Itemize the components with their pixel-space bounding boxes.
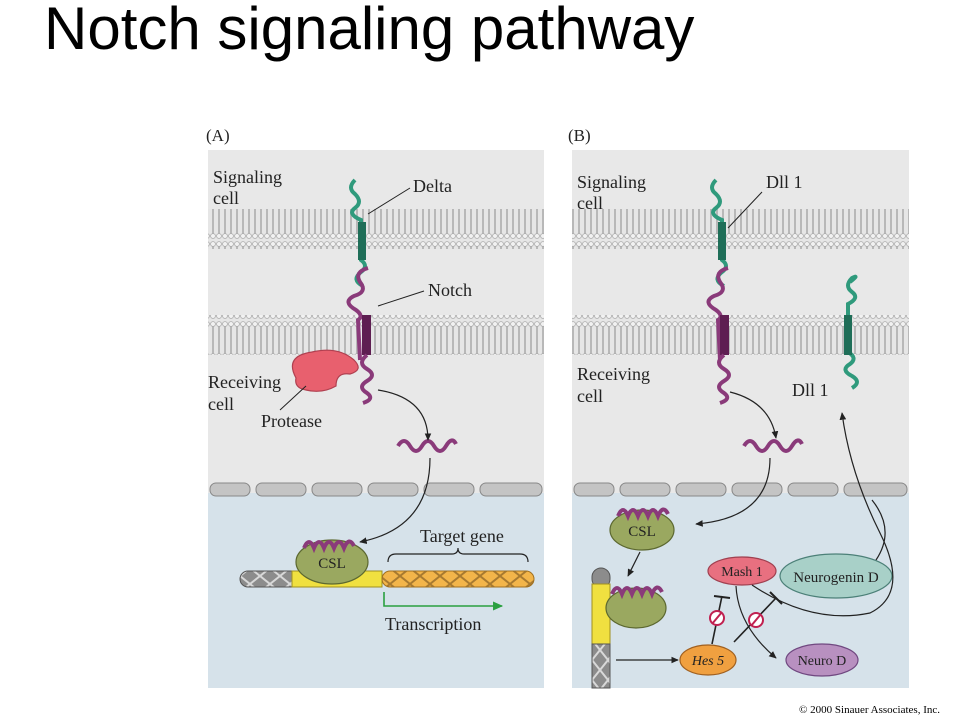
panel-a-notch-label: Notch bbox=[428, 280, 472, 300]
panel-a-signaling-membrane bbox=[208, 209, 544, 249]
panel-b-neurogenin bbox=[779, 553, 893, 599]
panel-b-nuclear-envelope bbox=[573, 482, 908, 497]
panel-a-letter: (A) bbox=[206, 126, 230, 145]
panel-b-dll1-right-label: Dll 1 bbox=[792, 380, 829, 400]
panel-a-target-gene-bracket bbox=[387, 547, 529, 563]
panel-a-dna bbox=[239, 570, 535, 588]
panel-b-arrow-to-csl bbox=[695, 457, 771, 527]
panel-a-delta-leader bbox=[367, 187, 411, 215]
panel-b-csl-bound-fragment bbox=[610, 585, 664, 600]
panel-a-nuclear-envelope bbox=[209, 482, 543, 497]
panel-b-signaling-membrane bbox=[572, 209, 909, 249]
panel-a-transcription-arrow bbox=[383, 592, 504, 611]
panel-a: (A) Signaling cell Receiving cell bbox=[206, 126, 544, 688]
panel-a-protease-leader bbox=[279, 385, 307, 411]
panel-b-hes5 bbox=[679, 644, 737, 676]
panel-a-signaling-label-1: Signaling bbox=[213, 167, 282, 187]
panel-a-receiving-membrane bbox=[208, 315, 544, 355]
panel-b-arrow-csl-to-dna bbox=[627, 551, 641, 577]
panel-a-nucleus bbox=[208, 493, 544, 688]
panel-b-arrow-to-dll1 bbox=[751, 412, 894, 617]
panel-a-receiving-label-1: Receiving bbox=[208, 372, 281, 392]
panel-a-notch-fragment bbox=[396, 438, 458, 453]
panel-b-receiving-membrane bbox=[572, 315, 909, 355]
panel-b-dll1-top-label: Dll 1 bbox=[766, 172, 803, 192]
panel-b-mash1 bbox=[707, 556, 777, 586]
panel-b-mash1-label: Mash 1 bbox=[721, 565, 763, 580]
panel-b-hes5-label: Hes 5 bbox=[691, 654, 724, 669]
panel-a-protease bbox=[291, 349, 359, 392]
panel-b-csl-bound bbox=[605, 587, 667, 629]
panel-b-dll1-leader bbox=[727, 191, 763, 229]
panel-a-target-gene-label: Target gene bbox=[420, 526, 504, 546]
panel-a-receiving-label-2: cell bbox=[208, 394, 234, 414]
panel-b-signaling-label-1: Signaling bbox=[577, 172, 646, 192]
panel-b-dna bbox=[591, 567, 611, 689]
panel-b-letter: (B) bbox=[568, 126, 591, 145]
panel-b-neurod bbox=[785, 643, 859, 677]
panel-b-neurogenin-label: Neurogenin D bbox=[793, 570, 879, 586]
panel-a-csl-bound-fragment bbox=[302, 539, 356, 554]
copyright-notice: © 2000 Sinauer Associates, Inc. bbox=[799, 704, 940, 716]
panel-b-csl-label: CSL bbox=[628, 524, 656, 540]
panel-b-inhibit-neurogenin bbox=[733, 591, 783, 643]
slide-title: Notch signaling pathway bbox=[44, 0, 695, 62]
panel-b-arrow-mash1-neurod bbox=[735, 585, 777, 659]
panel-a-protease-label: Protease bbox=[261, 411, 322, 431]
panel-b-neurod-label: Neuro D bbox=[798, 654, 847, 669]
panel-a-delta-label: Delta bbox=[413, 176, 452, 196]
panel-a-arrow-to-csl bbox=[359, 457, 431, 544]
panel-a-csl-label: CSL bbox=[318, 556, 346, 572]
panel-b-receiving-label-2: cell bbox=[577, 386, 603, 406]
panel-a-notch-leader bbox=[377, 290, 425, 307]
panel-b-dll1-receiving bbox=[843, 274, 859, 390]
panel-b-notch-receptor bbox=[706, 266, 731, 405]
panel-b-arrow-neurogenin-dll1 bbox=[871, 499, 886, 561]
panel-a-arrow-cleave bbox=[377, 389, 432, 441]
panel-b-notch-fragment bbox=[742, 438, 804, 453]
panel-a-signaling-label-2: cell bbox=[213, 188, 239, 208]
panel-b: (B) Signaling cell Receiving cell bbox=[568, 126, 909, 689]
panel-b-csl-fragment bbox=[616, 507, 670, 522]
panel-b-inhibit-mash1 bbox=[709, 595, 731, 645]
panel-b-signaling-label-2: cell bbox=[577, 193, 603, 213]
panel-a-transcription-label: Transcription bbox=[385, 614, 481, 634]
panel-b-receiving-label-1: Receiving bbox=[577, 364, 650, 384]
panel-b-arrow-cleave bbox=[729, 391, 779, 439]
panel-a-notch-receptor bbox=[346, 266, 374, 405]
